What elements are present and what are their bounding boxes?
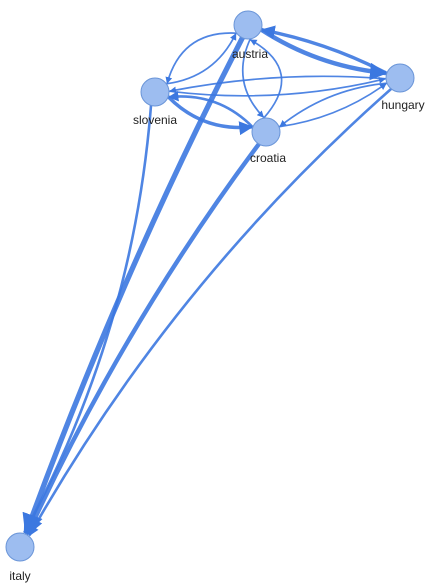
edge-hungary-to-austria: [260, 25, 388, 75]
edge-hungary-to-italy: [28, 87, 393, 537]
edge-slovenia-to-austria: [166, 33, 237, 85]
edge-croatia-to-slovenia: [168, 90, 254, 129]
edge-croatia-to-hungary: [278, 82, 387, 128]
edge-slovenia-to-italy: [23, 105, 153, 534]
labels-layer: austria hungary slovenia croatia italy: [9, 47, 424, 583]
edge-slovenia-to-hungary: [168, 76, 386, 97]
node-hungary: [385, 63, 415, 93]
nodes-layer: [5, 10, 415, 562]
edge-croatia-to-italy: [25, 142, 261, 536]
edge-austria-to-hungary: [260, 27, 388, 81]
node-label-croatia: croatia: [250, 151, 286, 165]
node-label-slovenia: slovenia: [133, 113, 177, 127]
node-austria: [233, 10, 263, 40]
edge-austria-to-slovenia: [165, 32, 237, 84]
edges-layer: [22, 25, 393, 537]
node-label-hungary: hungary: [381, 98, 424, 112]
node-italy: [5, 532, 35, 562]
edge-slovenia-to-croatia: [166, 95, 254, 136]
node-croatia: [251, 117, 281, 147]
node-slovenia: [140, 77, 170, 107]
edge-croatia-to-austria: [249, 39, 283, 119]
edge-hungary-to-croatia: [279, 82, 388, 128]
node-label-austria: austria: [232, 47, 268, 61]
node-label-italy: italy: [9, 569, 30, 583]
edge-hungary-to-slovenia: [169, 75, 387, 94]
edge-austria-to-italy: [22, 36, 245, 536]
